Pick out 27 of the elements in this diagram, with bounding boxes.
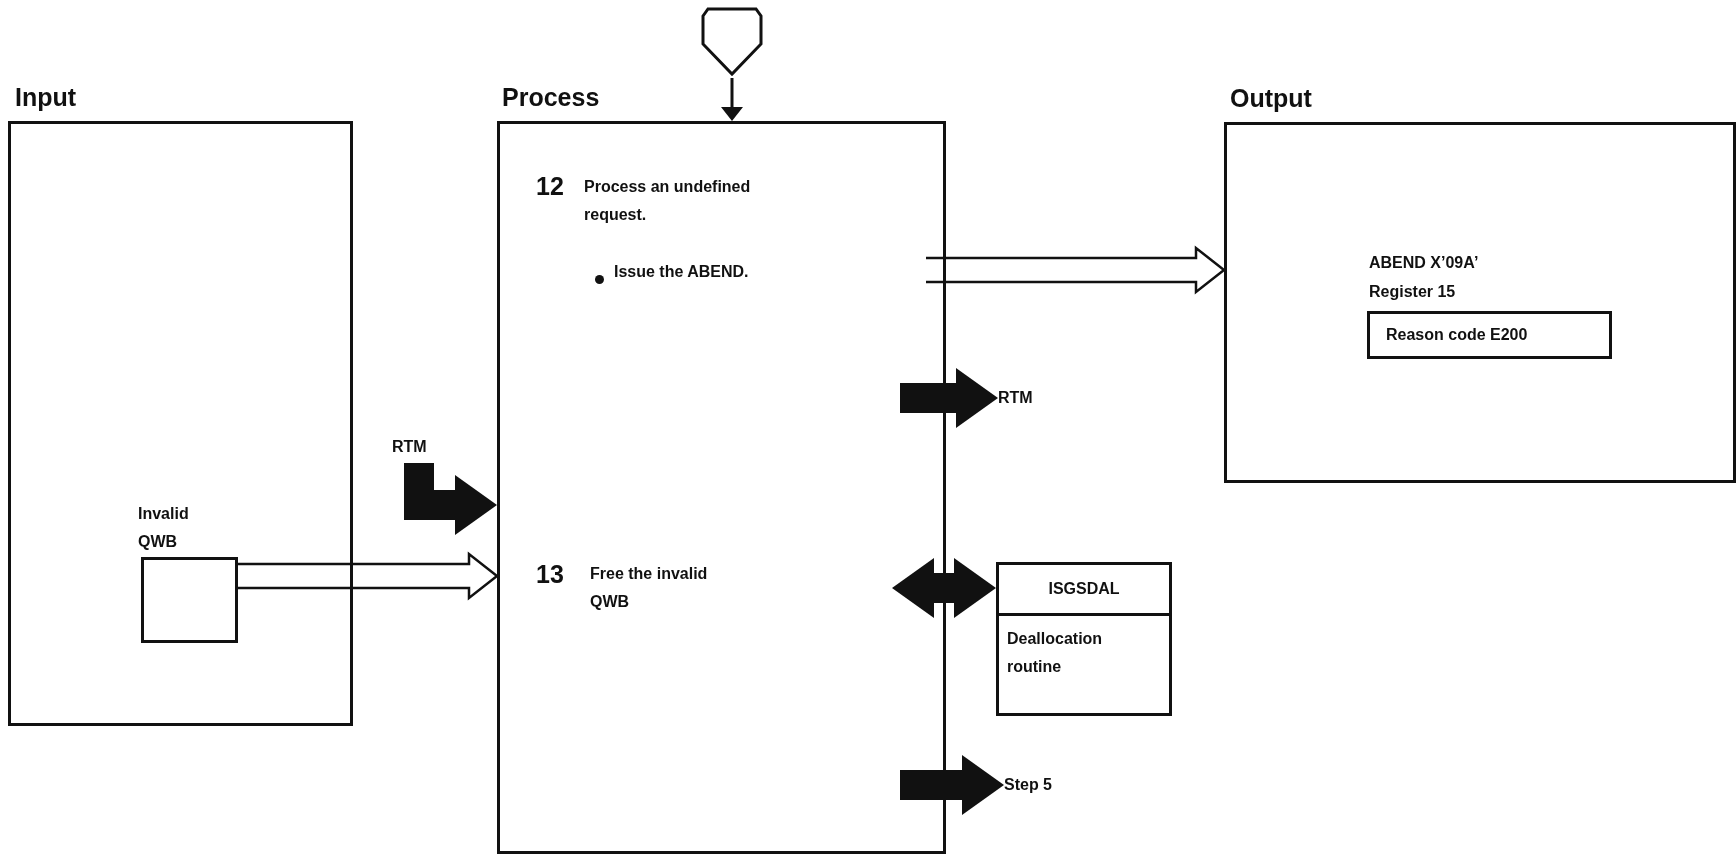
panel-heading: Input: [15, 82, 78, 112]
step-label: Step 5: [1004, 775, 1053, 795]
panel-heading: Process: [502, 82, 601, 112]
step-text: Process an undefined request.: [584, 177, 752, 225]
panel-heading: Output: [1230, 83, 1313, 113]
module-name: ISGSDAL: [999, 565, 1169, 616]
module-description: Deallocation routine: [1007, 629, 1104, 677]
rtm-label: RTM: [998, 388, 1034, 408]
step-text: Issue the ABEND.: [614, 262, 750, 282]
off-page-connector: [700, 6, 764, 78]
step-text: Free the invalid QWB: [590, 564, 709, 612]
output-text: ABEND X’09A’: [1369, 253, 1480, 273]
step-number: 12: [536, 172, 565, 200]
block-arrow: [900, 755, 1004, 815]
reason-code-box: [1367, 311, 1612, 359]
block-arrow: [404, 463, 497, 535]
hollow-arrow: [236, 551, 500, 601]
step-number: 13: [536, 560, 565, 588]
hollow-arrow: [924, 245, 1227, 295]
arrow: [721, 78, 743, 121]
block-arrow: [900, 368, 998, 428]
output-text: Register 15: [1369, 282, 1457, 302]
reason-code-text: Reason code E200: [1386, 325, 1529, 345]
rtm-label: RTM: [392, 437, 428, 457]
block-arrow: [892, 558, 996, 618]
module-box: [996, 562, 1172, 716]
data-label: Invalid QWB: [138, 504, 190, 552]
